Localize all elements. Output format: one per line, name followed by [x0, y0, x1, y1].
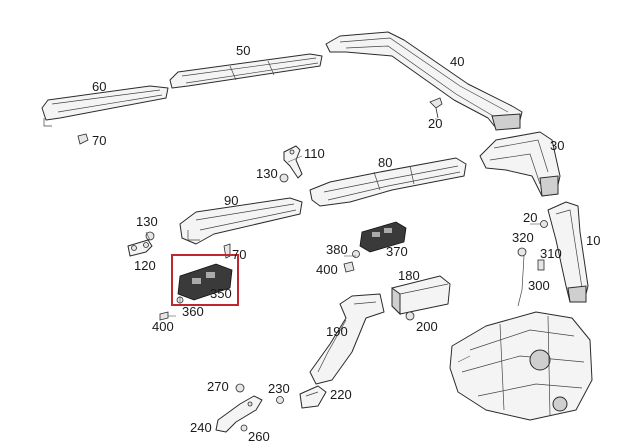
label-400-left: 400 — [152, 319, 174, 334]
label-130-top: 130 — [256, 166, 278, 181]
label-190: 190 — [326, 324, 348, 339]
label-310: 310 — [540, 246, 562, 261]
part-110-bracket[interactable] — [283, 145, 303, 179]
label-270: 270 — [207, 379, 229, 394]
part-220-duct[interactable] — [299, 385, 327, 409]
label-40: 40 — [450, 54, 464, 69]
label-400-center: 400 — [316, 262, 338, 277]
fastener-230 — [276, 396, 284, 404]
label-110: 110 — [304, 146, 325, 161]
label-370: 370 — [386, 244, 408, 259]
fastener-130-left — [145, 231, 155, 241]
label-20-right: 20 — [523, 210, 537, 225]
fastener-310 — [537, 259, 545, 271]
label-360: 360 — [182, 304, 204, 319]
label-240: 240 — [190, 420, 212, 435]
part-90-duct[interactable] — [179, 197, 303, 245]
part-10-duct[interactable] — [547, 201, 589, 303]
fastener-300 — [517, 255, 525, 307]
hvac-unit[interactable] — [449, 311, 593, 421]
label-50: 50 — [236, 43, 250, 58]
label-120: 120 — [134, 258, 156, 273]
part-30-duct[interactable] — [479, 131, 561, 197]
fastener-270 — [235, 383, 245, 393]
label-30: 30 — [550, 138, 564, 153]
label-130-left: 130 — [136, 214, 158, 229]
fastener-320 — [517, 247, 527, 257]
part-labels: 10 20 20 30 40 50 60 70 70 80 90 110 120… — [92, 43, 600, 444]
fastener-260 — [240, 424, 248, 432]
fastener-20-top — [429, 97, 443, 119]
fasteners — [77, 97, 548, 432]
label-220: 220 — [330, 387, 352, 402]
fastener-380 — [352, 250, 360, 258]
part-180-duct[interactable] — [391, 275, 451, 316]
part-190-duct[interactable] — [309, 293, 385, 385]
label-70-left: 70 — [92, 133, 106, 148]
label-60: 60 — [92, 79, 106, 94]
leader-lines — [145, 118, 540, 363]
part-350-module[interactable] — [177, 263, 233, 301]
label-260: 260 — [248, 429, 270, 444]
highlight-box — [171, 254, 239, 306]
label-380: 380 — [326, 242, 348, 257]
label-230: 230 — [268, 381, 290, 396]
fastener-200 — [405, 311, 415, 321]
fastener-70-left — [77, 133, 89, 145]
label-320: 320 — [512, 230, 534, 245]
label-20-top: 20 — [428, 116, 442, 131]
label-180: 180 — [398, 268, 420, 283]
label-200: 200 — [416, 319, 438, 334]
part-60-duct[interactable] — [41, 85, 169, 127]
fastener-20-right — [540, 220, 548, 228]
label-80: 80 — [378, 155, 392, 170]
part-50-duct[interactable] — [169, 53, 323, 89]
part-80-duct[interactable] — [309, 157, 467, 207]
part-240-bracket[interactable] — [215, 395, 263, 433]
part-40-duct[interactable] — [325, 31, 523, 131]
fastener-130-top — [279, 173, 289, 183]
fastener-400-left — [159, 311, 169, 321]
part-120-bracket[interactable] — [127, 239, 153, 257]
label-70-right: 70 — [232, 247, 246, 262]
label-350: 350 — [210, 286, 232, 301]
label-10: 10 — [586, 233, 600, 248]
label-300: 300 — [528, 278, 550, 293]
part-370-module[interactable] — [359, 221, 407, 253]
fastener-400-center — [343, 261, 355, 273]
label-90: 90 — [224, 193, 238, 208]
